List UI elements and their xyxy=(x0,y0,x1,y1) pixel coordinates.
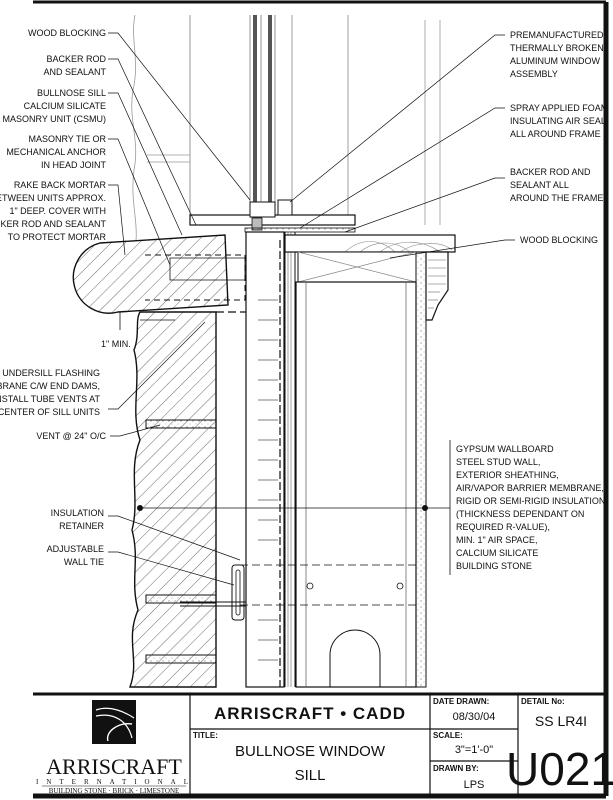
brand-title: ARRISCRAFT • CADD xyxy=(214,704,406,723)
section-line xyxy=(137,440,451,575)
label-undersill-1: UNDERSILL FLASHING xyxy=(2,368,100,378)
label-wall-6: (THICKNESS DEPENDANT ON xyxy=(456,509,584,519)
sheathing-insulation xyxy=(245,231,296,688)
label-masonry-tie-3: IN HEAD JOINT xyxy=(41,160,107,170)
label-wood-blocking-top: WOOD BLOCKING xyxy=(28,28,106,38)
right-labels: PREMANUFACTURED THERMALLY BROKEN ALUMINU… xyxy=(456,30,608,571)
label-insulation-retainer-2: RETAINER xyxy=(59,521,104,531)
label-undersill-2: MEMBRANE C/W END DAMS, xyxy=(0,381,100,391)
label-rake-back-4: BACKER ROD AND SEALANT xyxy=(0,219,107,229)
window-frame xyxy=(189,199,356,233)
drawn-by-value: LPS xyxy=(464,779,485,791)
label-window-assembly-2: THERMALLY BROKEN xyxy=(510,43,604,53)
label-rake-back-1: RAKE BACK MORTAR xyxy=(14,180,107,190)
logo-name: ARRISCRAFT xyxy=(46,754,182,779)
label-rake-back-5: TO PROTECT MORTAR xyxy=(8,232,107,242)
title-label: TITLE: xyxy=(193,731,218,740)
arriscraft-logo: ARRISCRAFT INTERNATIONAL BUILDING STONE … xyxy=(36,700,196,795)
label-undersill-4: CENTER OF SILL UNITS xyxy=(0,407,100,417)
label-bullnose-3: MASONRY UNIT (CSMU) xyxy=(2,114,106,124)
label-insulation-retainer-1: INSULATION xyxy=(51,508,104,518)
label-window-assembly-4: ASSEMBLY xyxy=(510,69,558,79)
label-wall-2: STEEL STUD WALL, xyxy=(456,457,540,467)
label-rake-back-3: 1" DEEP. COVER WITH xyxy=(9,206,106,216)
drawn-by-label: DRAWN BY: xyxy=(433,764,479,773)
dimension-label: 1" MIN. xyxy=(101,339,131,349)
left-labels: WOOD BLOCKING BACKER ROD AND SEALANT BUL… xyxy=(0,28,131,567)
label-backer-rod-1: BACKER ROD xyxy=(46,54,106,64)
label-bullnose-1: BULLNOSE SILL xyxy=(37,88,106,98)
drawing-title-line-2: SILL xyxy=(295,767,326,784)
logo-tagline: BUILDING STONE · BRICK · LIMESTONE xyxy=(49,787,180,795)
bullnose-sill xyxy=(72,234,246,314)
date-value: 08/30/04 xyxy=(453,711,496,723)
leader-lines xyxy=(108,32,515,586)
page-border xyxy=(33,0,609,799)
label-wall-4: AIR/VAPOR BARRIER MEMBRANE, xyxy=(456,483,604,493)
label-bullnose-2: CALCIUM SILICATE xyxy=(24,101,106,111)
label-window-assembly-1: PREMANUFACTURED xyxy=(510,30,604,40)
label-wall-9: CALCIUM SILICATE xyxy=(456,548,538,558)
label-wall-tie-2: WALL TIE xyxy=(64,557,104,567)
title-block: ARRISCRAFT INTERNATIONAL BUILDING STONE … xyxy=(33,692,613,796)
label-wood-blocking-right: WOOD BLOCKING xyxy=(520,235,598,245)
logo-subtitle: INTERNATIONAL xyxy=(36,778,196,786)
label-wall-8: MIN. 1" AIR SPACE, xyxy=(456,535,538,545)
label-spray-foam-2: INSULATING AIR SEAL xyxy=(510,116,606,126)
label-wall-3: EXTERIOR SHEATHING, xyxy=(456,470,559,480)
label-backer-rod-2: AND SEALANT xyxy=(43,67,106,77)
detail-label: DETAIL No: xyxy=(521,697,565,706)
date-label: DATE DRAWN: xyxy=(433,697,489,706)
label-backer-rod-frame-1: BACKER ROD AND xyxy=(510,167,591,177)
detail-number: U021 xyxy=(506,743,613,795)
label-window-assembly-3: ALUMINUM WINDOW xyxy=(510,56,600,66)
label-undersill-3: INSTALL TUBE VENTS AT xyxy=(0,394,100,404)
label-wall-5: RIGID OR SEMI-RIGID INSULATION xyxy=(456,496,605,506)
label-wall-1: GYPSUM WALLBOARD xyxy=(456,444,554,454)
lower-masonry xyxy=(119,311,246,688)
wall-tie xyxy=(180,564,420,687)
label-backer-rod-frame-2: SEALANT ALL xyxy=(510,180,569,190)
label-vent: VENT @ 24" O/C xyxy=(36,431,106,441)
label-wall-tie-1: ADJUSTABLE xyxy=(47,544,104,554)
label-masonry-tie-2: MECHANICAL ANCHOR xyxy=(6,147,106,157)
scale-label: SCALE: xyxy=(433,731,463,740)
label-wall-7: REQUIRED R-VALUE), xyxy=(456,522,550,532)
window-glazing xyxy=(249,15,441,225)
label-rake-back-2: BETWEEN UNITS APPROX. xyxy=(0,193,106,203)
detail-code: SS LR4I xyxy=(535,713,587,729)
drawing-title-line-1: BULLNOSE WINDOW xyxy=(235,743,386,760)
scale-value: 3"=1'-0" xyxy=(455,744,493,756)
upper-wall xyxy=(131,14,191,241)
label-wall-10: BUILDING STONE xyxy=(456,561,532,571)
wood-blocking xyxy=(284,234,456,688)
label-masonry-tie-1: MASONRY TIE OR xyxy=(28,134,106,144)
label-backer-rod-frame-3: AROUND THE FRAME xyxy=(510,193,603,203)
label-spray-foam-1: SPRAY APPLIED FOAM xyxy=(510,103,608,113)
label-spray-foam-3: ALL AROUND FRAME xyxy=(510,129,601,139)
